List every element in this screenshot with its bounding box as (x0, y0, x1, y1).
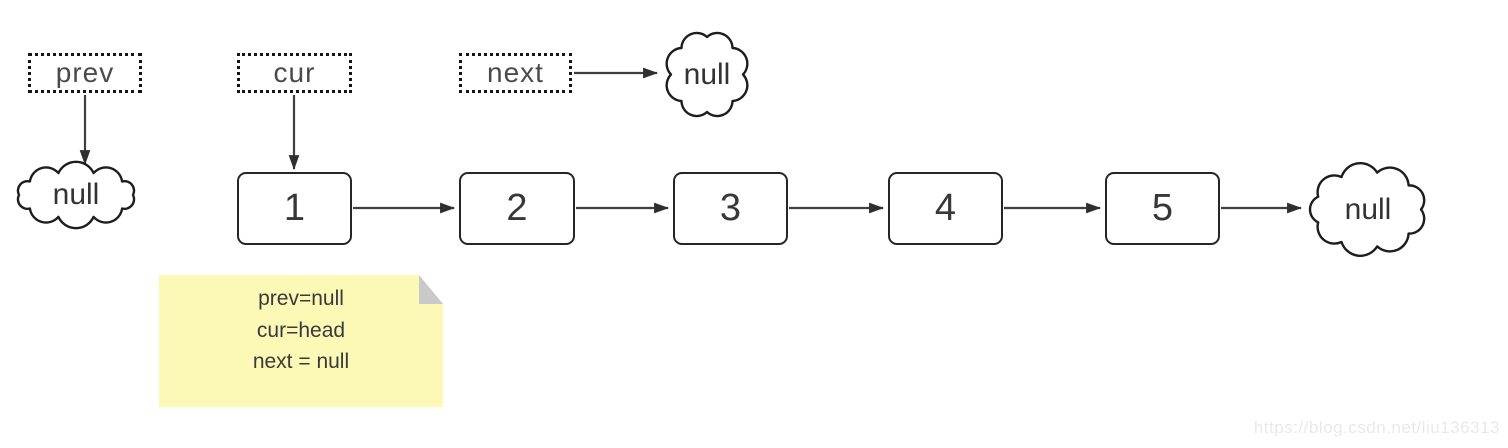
list-node-1: 1 (237, 172, 352, 245)
null-label: null (1344, 192, 1392, 226)
null-label: null (683, 57, 731, 91)
list-node-2: 2 (459, 172, 575, 245)
pointer-next-label: next (487, 57, 544, 88)
null-cloud-next: null (661, 27, 753, 122)
cloud-shape (1308, 162, 1426, 257)
pointer-prev-label: prev (55, 57, 115, 88)
null-label: null (52, 178, 100, 211)
pointer-box-cur: cur (237, 53, 352, 93)
list-node-4: 4 (888, 172, 1003, 245)
note-line-2: cur=head (256, 318, 346, 342)
cloud-shape (665, 31, 749, 118)
pointer-box-next: next (459, 53, 572, 93)
list-node-3: 3 (673, 172, 788, 245)
sticky-note (159, 275, 443, 407)
note-line-3: next = null (252, 350, 350, 373)
cloud-shape (16, 160, 136, 230)
sticky-note-text: prev=null cur=head next = null (159, 283, 443, 378)
null-cloud-prev: null (9, 160, 143, 230)
list-node-5: 5 (1105, 172, 1220, 245)
watermark-url: https://blog.csdn.net/liu136313 (1253, 418, 1500, 437)
pointer-box-prev: prev (28, 53, 142, 93)
null-cloud-tail: null (1305, 162, 1431, 257)
pointer-cur-label: cur (273, 57, 316, 88)
note-line-1: prev=null (258, 287, 344, 310)
